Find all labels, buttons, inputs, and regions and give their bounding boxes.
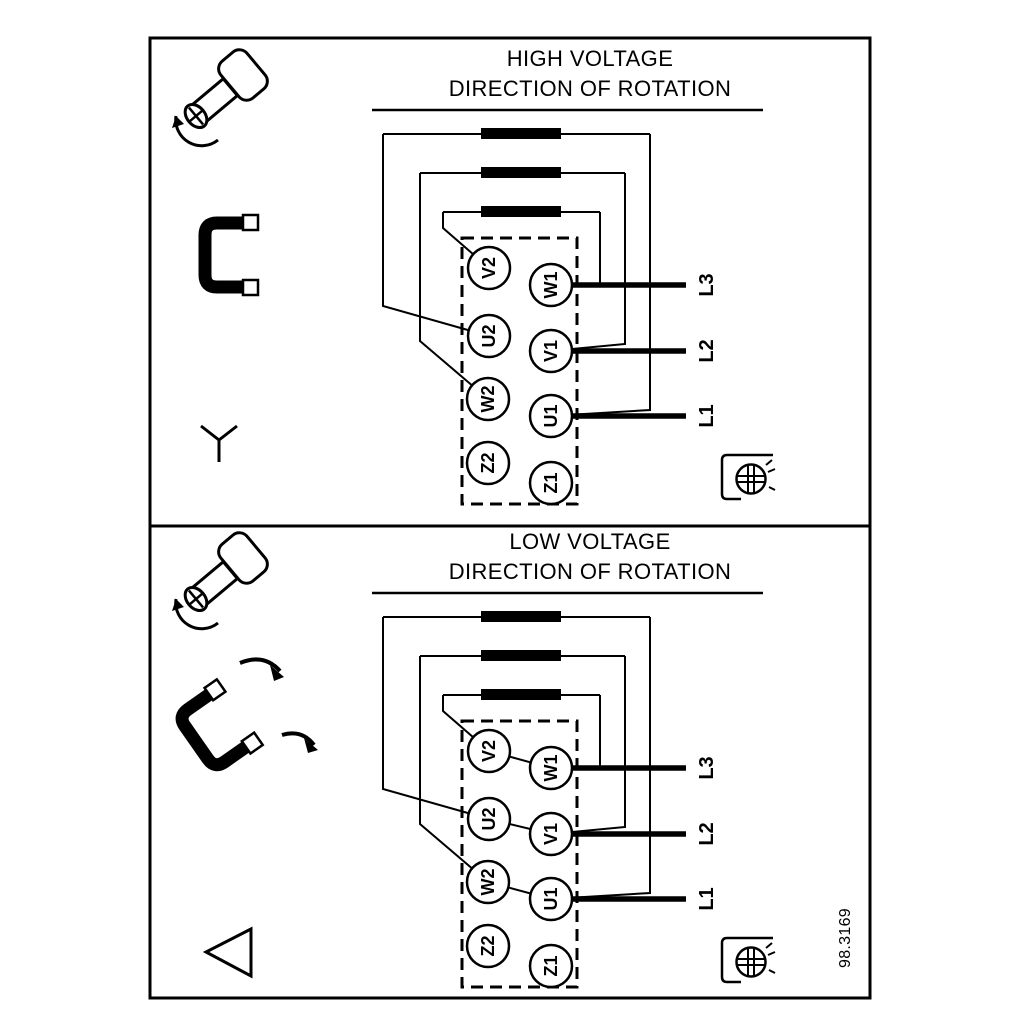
jumper-bar <box>481 611 561 622</box>
supply-line-label-l2: L2 <box>696 822 718 846</box>
terminal-label-w1: W1 <box>540 271 561 299</box>
jumper-bar <box>481 128 561 139</box>
jumper-bar <box>481 167 561 178</box>
jumper-bar <box>481 650 561 661</box>
terminal-label-w1: W1 <box>540 754 561 782</box>
high-voltage-wiring <box>382 133 686 419</box>
supply-line-label-l1: L1 <box>696 404 718 428</box>
terminal-label-v2: V2 <box>478 256 499 280</box>
terminal-label-u2: U2 <box>478 324 499 348</box>
panel-title: LOW VOLTAGE <box>509 529 671 554</box>
terminal-circle-w2 <box>465 376 511 422</box>
jumper-link-icon <box>205 215 258 295</box>
terminal-circle-w2 <box>465 859 511 905</box>
terminal-circle-u1 <box>528 393 574 439</box>
terminal-circle-v2 <box>466 728 512 774</box>
terminal-circle-v1 <box>528 811 574 857</box>
terminal-circle-w1 <box>528 262 574 308</box>
terminal-block-outline-high <box>460 236 579 506</box>
delta-connection-icon <box>202 926 253 979</box>
terminal-circle-z2 <box>465 440 511 486</box>
terminal-circle-z2 <box>465 923 511 969</box>
supply-line-leads <box>572 765 686 902</box>
terminal-circle-u2 <box>466 796 512 842</box>
terminal-circle-v1 <box>528 328 574 374</box>
terminals-high <box>465 245 574 506</box>
low-voltage-title-block: LOW VOLTAGE DIRECTION OF ROTATION <box>390 527 790 587</box>
terminals-low <box>465 728 574 989</box>
terminal-circle-w1 <box>528 745 574 791</box>
terminal-label-z2: Z2 <box>477 452 498 474</box>
terminal-label-u2: U2 <box>478 807 499 831</box>
ground-screw-icon <box>720 453 777 501</box>
terminal-label-u1: U1 <box>540 404 561 428</box>
terminal-circle-u2 <box>466 313 512 359</box>
terminal-label-z2: Z2 <box>477 935 498 957</box>
terminal-circle-v2 <box>466 245 512 291</box>
screw-rotation-icon <box>170 527 273 631</box>
part-number: 98.3169 <box>837 908 854 968</box>
ground-screw-icon <box>720 936 777 984</box>
terminal-circle-z1 <box>528 943 574 989</box>
panel-title: HIGH VOLTAGE <box>506 46 674 71</box>
terminal-label-v1: V1 <box>540 339 561 363</box>
terminal-label-v1: V1 <box>540 822 561 846</box>
jumper-bar <box>481 206 561 217</box>
supply-line-leads <box>572 282 686 419</box>
jumper-bars-high <box>481 128 561 217</box>
jumper-bars-low <box>481 611 561 700</box>
terminal-label-v2: V2 <box>478 739 499 763</box>
terminal-circle-u1 <box>528 876 574 922</box>
terminal-label-u1: U1 <box>540 887 561 911</box>
jumper-bar <box>481 689 561 700</box>
terminal-label-z1: Z1 <box>540 955 561 977</box>
terminal-block-outline-low <box>460 719 579 989</box>
terminal-circle-z1 <box>528 460 574 506</box>
panel-subtitle: DIRECTION OF ROTATION <box>448 559 732 584</box>
figure-frame <box>148 36 872 1000</box>
terminal-label-w2: W2 <box>477 868 498 896</box>
supply-line-label-l2: L2 <box>696 339 718 363</box>
flip-links-icon <box>173 657 318 775</box>
high-voltage-title-block: HIGH VOLTAGE DIRECTION OF ROTATION <box>390 44 790 104</box>
panel-subtitle: DIRECTION OF ROTATION <box>448 76 732 101</box>
supply-line-label-l1: L1 <box>696 887 718 911</box>
terminal-label-w2: W2 <box>477 385 498 413</box>
star-connection-icon <box>200 424 238 462</box>
terminal-label-z1: Z1 <box>540 472 561 494</box>
supply-line-label-l3: L3 <box>696 273 718 297</box>
screw-rotation-icon <box>170 44 273 148</box>
supply-line-label-l3: L3 <box>696 756 718 780</box>
